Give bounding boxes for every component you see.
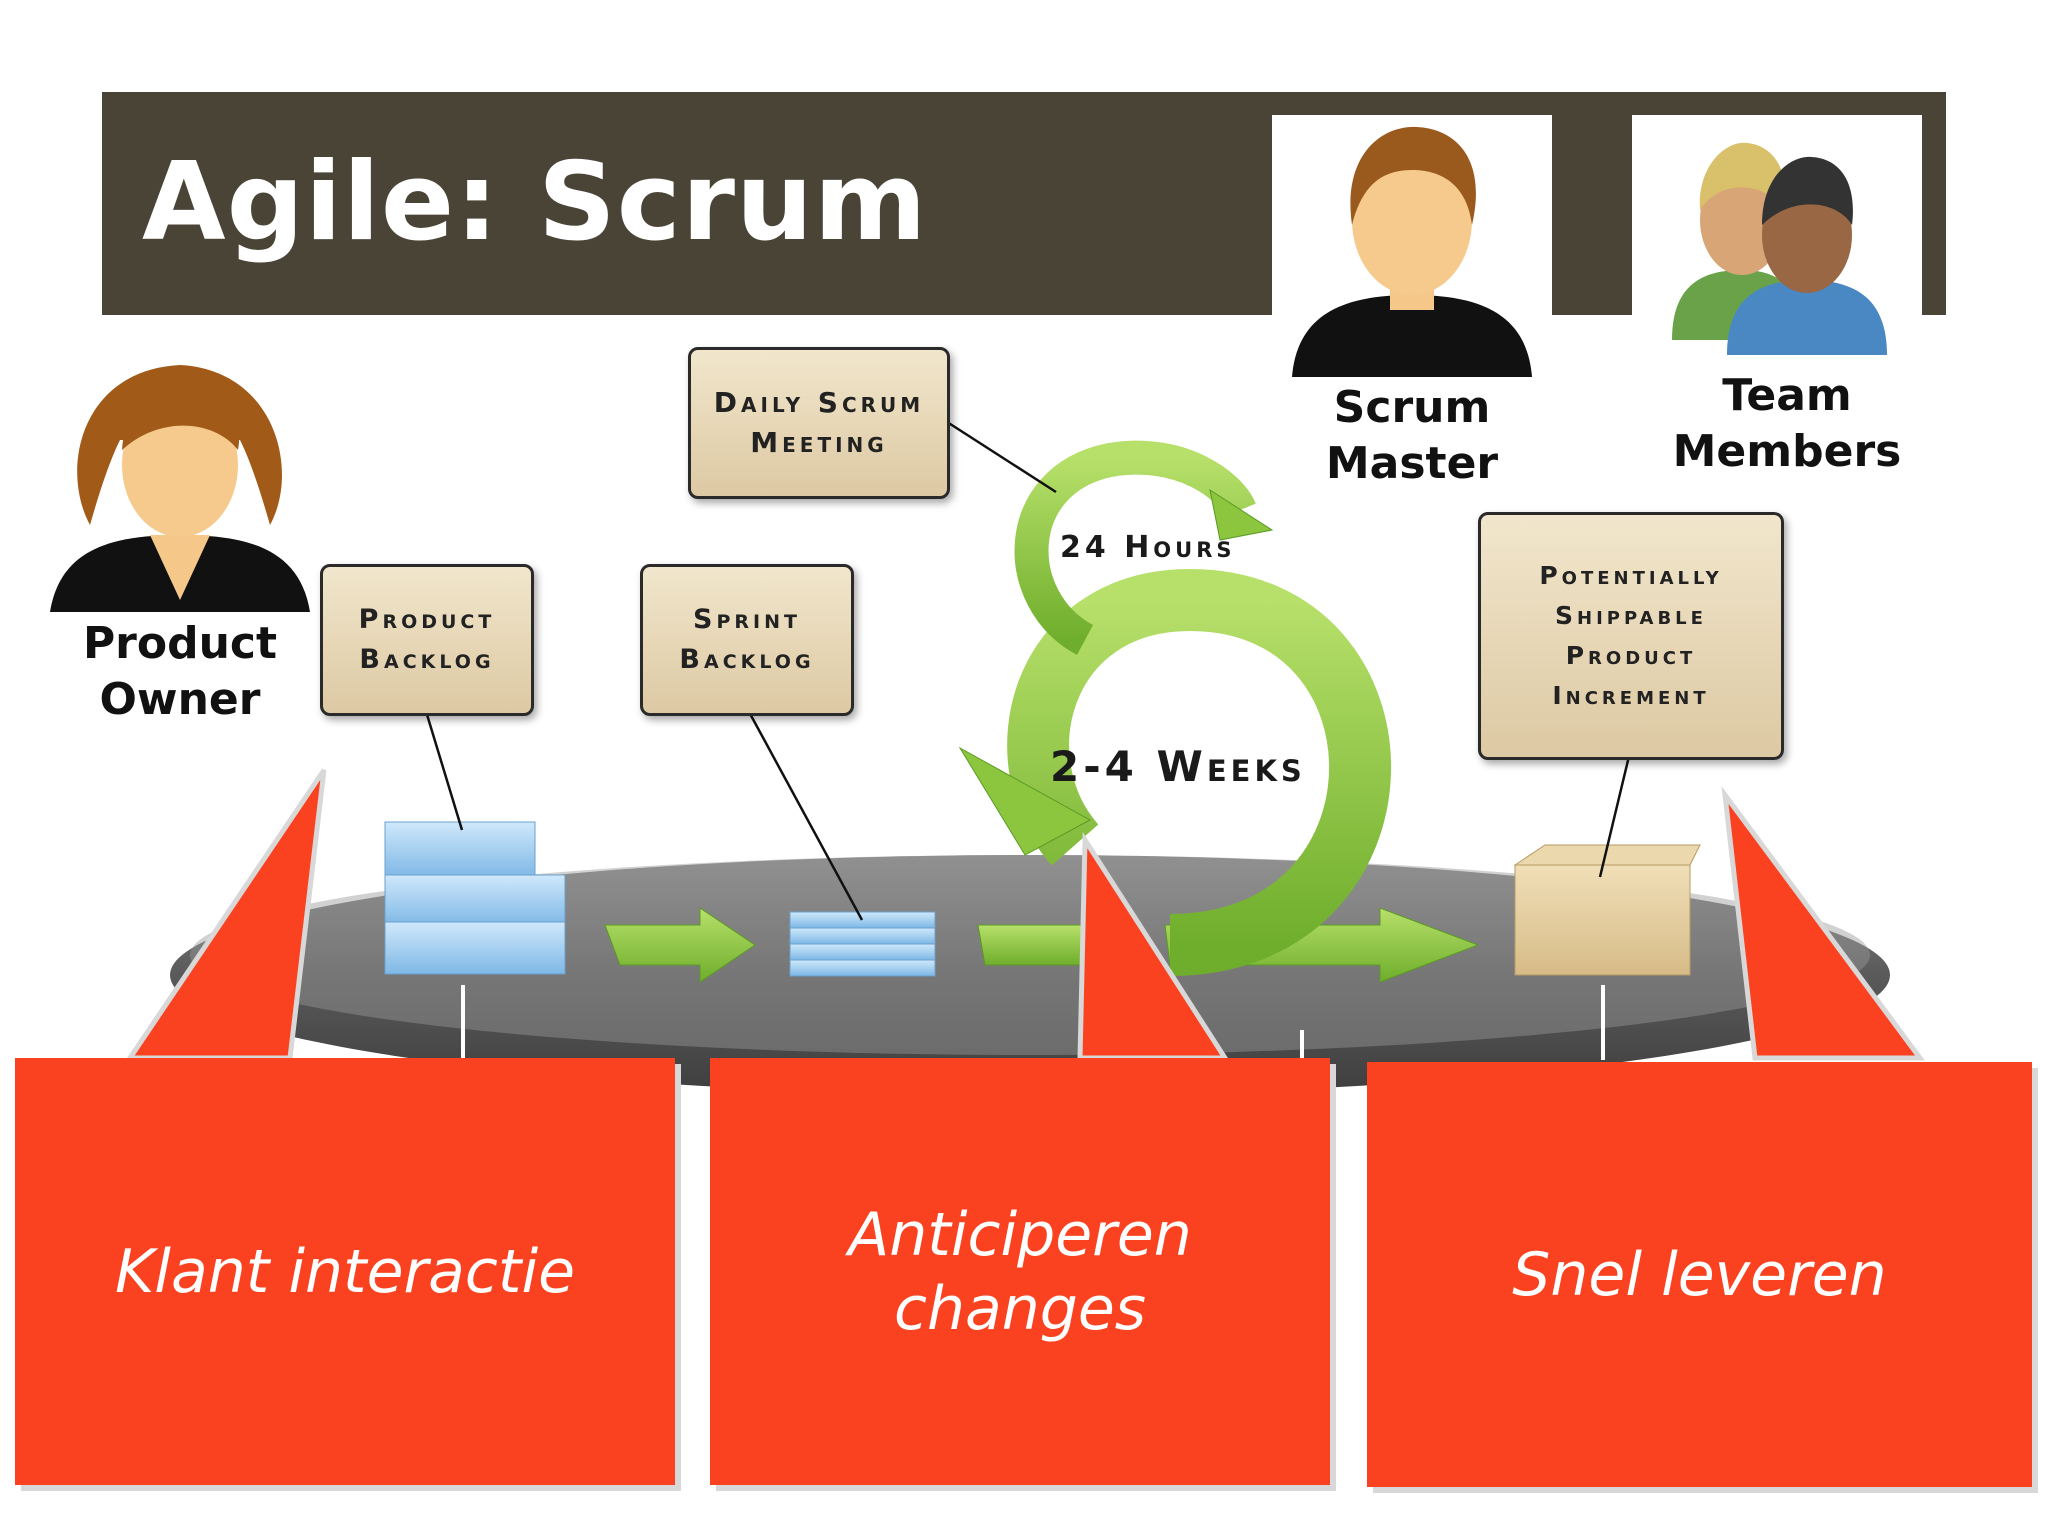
connector-product-backlog [423,707,464,831]
weeks-label: 2-4 Weeks [1050,742,1306,791]
hours-label: 24 Hours [1060,530,1236,565]
scrum-master-label: Scrum Master [1292,380,1532,492]
connector-daily [943,418,1057,494]
scrum-master-line2: Master [1325,438,1499,489]
increment-line3: Product [1565,641,1697,670]
daily-scrum-line2: Meeting [750,426,888,459]
product-owner-label: Product Owner [60,616,300,728]
product-owner-picture [40,350,320,615]
increment-box: Potentially Shippable Product Increment [1478,512,1784,760]
scrum-master-line1: Scrum [1333,382,1491,433]
callout-klant-interactie: Klant interactie [15,1058,675,1485]
product-owner-line1: Product [82,618,278,669]
product-backlog-stack [384,821,566,975]
sprint-backlog-line2: Backlog [679,644,815,675]
callout-snel-leveren: Snel leveren [1367,1062,2032,1487]
sprint-backlog-box: Sprint Backlog [640,564,854,716]
person-female-icon [50,365,310,612]
callout-anticiperen: Anticiperen changes [710,1058,1330,1485]
increment-line2: Shippable [1555,601,1707,630]
product-backlog-box: Product Backlog [320,564,534,716]
product-backlog-line2: Backlog [359,644,495,675]
people-group-icon [1672,142,1887,355]
callout-middle-line1: Anticiperen [848,1199,1192,1270]
connector-increment [1598,751,1632,878]
team-members-picture [1632,115,1922,365]
daily-scrum-line1: Daily Scrum [713,386,925,419]
daily-scrum-box: Daily Scrum Meeting [688,347,950,499]
team-members-line2: Members [1672,426,1902,477]
scrum-master-picture [1272,115,1552,385]
callout-middle-line2: changes [893,1273,1147,1344]
increment-line1: Potentially [1539,561,1723,590]
shipping-box [1513,844,1701,976]
sprint-loop-arrow [1007,568,1392,976]
daily-loop-arrow [1014,440,1256,655]
sprint-backlog-line1: Sprint [693,604,801,635]
person-male-icon [1292,126,1532,377]
callout-left-text: Klant interactie [114,1236,576,1307]
connector-sprint-backlog [746,709,864,921]
product-backlog-line1: Product [358,604,496,635]
callout-right-text: Snel leveren [1512,1239,1887,1310]
flow-arrow-2 [977,924,1086,966]
flow-arrow-1 [604,907,756,983]
product-owner-line2: Owner [99,674,261,725]
sprint-backlog-stack [789,911,936,977]
page-title: Agile: Scrum [142,140,928,265]
daily-loop-arrowhead [1209,488,1274,541]
team-members-label: Team Members [1652,368,1922,480]
callout-tail-right [1721,786,1925,1061]
team-members-line1: Team [1722,370,1852,421]
increment-line4: Increment [1552,681,1710,710]
sprint-loop-arrowhead [958,746,1092,856]
callout-tail-left [125,768,327,1061]
